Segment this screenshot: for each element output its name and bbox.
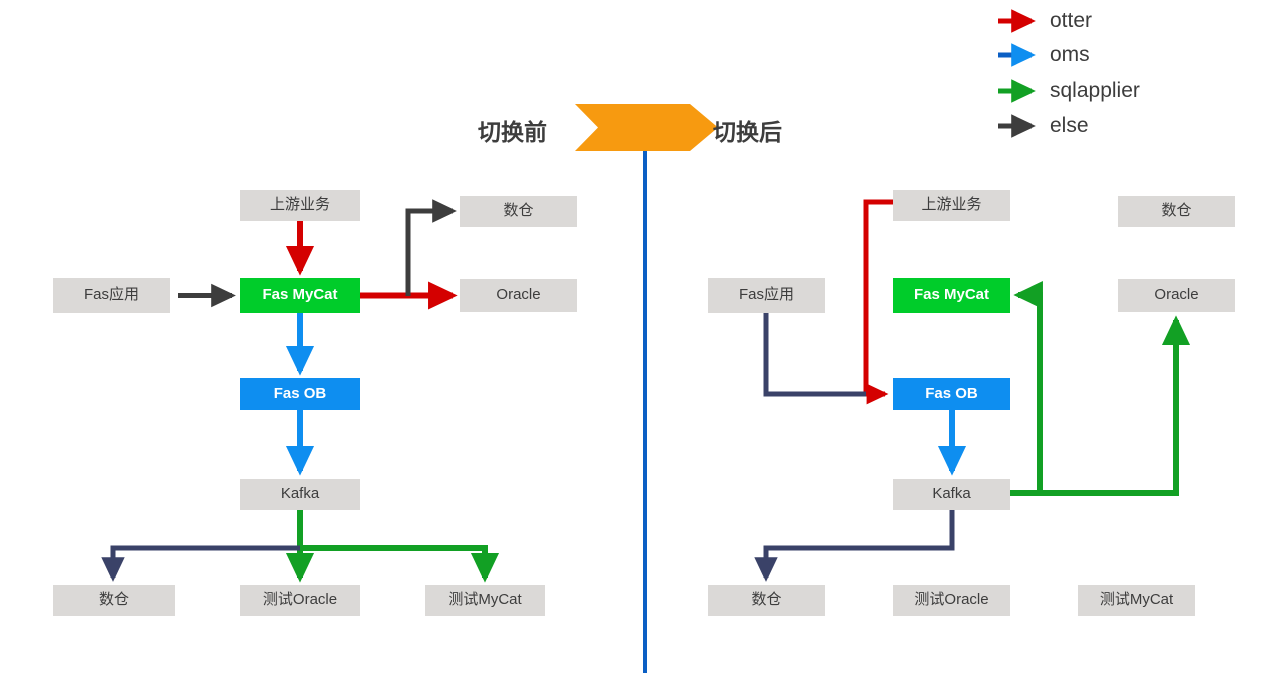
after-node-oracle[interactable]: Oracle <box>1118 279 1235 312</box>
edge-after-fasapp-to-fasob <box>763 313 866 397</box>
before-node-oracle[interactable]: Oracle <box>460 279 577 312</box>
after-node-upstream[interactable]: 上游业务 <box>893 190 1010 221</box>
after-node-dw-bottom[interactable]: 数仓 <box>708 585 825 616</box>
before-node-fas-app[interactable]: Fas应用 <box>53 278 170 313</box>
after-node-kafka[interactable]: Kafka <box>893 479 1010 510</box>
edge-before-kafka-to-testmycat <box>300 545 500 583</box>
edge-before-mycat-to-dw <box>405 199 457 296</box>
after-node-test-oracle[interactable]: 测试Oracle <box>893 585 1010 616</box>
after-node-dw-top[interactable]: 数仓 <box>1118 196 1235 227</box>
edge-after-upstream-to-fasob <box>863 199 893 405</box>
before-node-dw-bottom[interactable]: 数仓 <box>53 585 175 616</box>
after-node-test-mycat[interactable]: 测试MyCat <box>1078 585 1195 616</box>
before-node-fas-mycat[interactable]: Fas MyCat <box>240 278 360 313</box>
after-node-fas-ob[interactable]: Fas OB <box>893 378 1010 410</box>
legend-label-oms: oms <box>1050 43 1090 66</box>
before-node-dw-top[interactable]: 数仓 <box>460 196 577 227</box>
edge-before-kafka-to-dw <box>101 545 300 582</box>
legend-label-else: else <box>1050 114 1089 137</box>
legend-label-sqlapplier: sqlapplier <box>1050 79 1140 102</box>
before-node-upstream[interactable]: 上游业务 <box>240 190 360 221</box>
before-node-kafka[interactable]: Kafka <box>240 479 360 510</box>
edge-after-kafka-to-mycat <box>1010 280 1043 496</box>
phase-title-before: 切换前 <box>478 119 547 145</box>
edge-after-kafka-to-dw <box>754 510 955 582</box>
before-node-test-mycat[interactable]: 测试MyCat <box>425 585 545 616</box>
legend-label-otter: otter <box>1050 9 1093 32</box>
after-node-fas-mycat[interactable]: Fas MyCat <box>893 278 1010 313</box>
before-node-test-oracle[interactable]: 测试Oracle <box>240 585 360 616</box>
phase-title-after: 切换后 <box>713 119 782 145</box>
transition-arrow-icon <box>575 104 718 151</box>
after-node-fas-app[interactable]: Fas应用 <box>708 278 825 313</box>
before-node-fas-ob[interactable]: Fas OB <box>240 378 360 410</box>
edge-after-kafka-to-oracle <box>1010 315 1191 496</box>
